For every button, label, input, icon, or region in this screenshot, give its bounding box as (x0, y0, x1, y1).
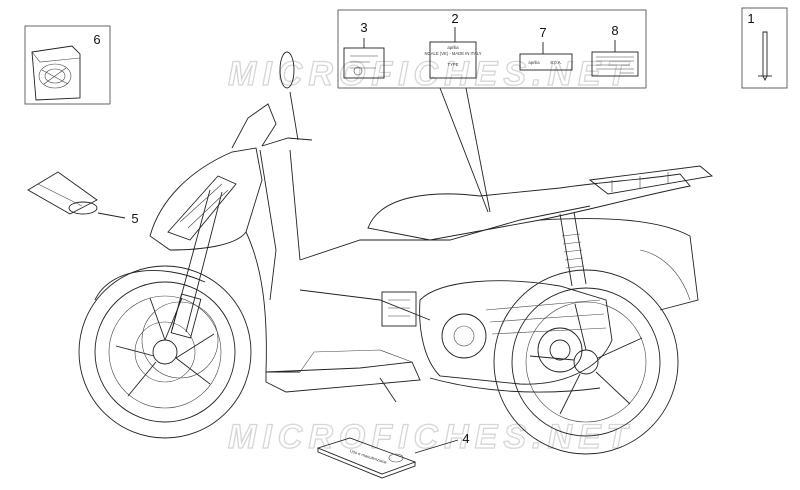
front-fairing (149, 147, 263, 251)
part-5[interactable]: 5 (27, 171, 139, 226)
front-fender (94, 270, 206, 301)
decal-7-spa: S.p.A. (550, 60, 561, 65)
decal-2-type-plate[interactable]: aprilia NOALE (VE) - MADE IN ITALY TYPE … (424, 11, 482, 79)
decal-7-brand: aprilia (528, 60, 540, 65)
frame-tube (299, 205, 591, 261)
callout-3: 3 (360, 20, 367, 35)
brake-disc (134, 321, 196, 383)
callout-1: 1 (747, 11, 754, 26)
rivet-icon (758, 31, 772, 82)
rear-shock (559, 211, 587, 287)
part-1-box[interactable]: 1 (741, 7, 788, 89)
decal-made-in: NOALE (VE) - MADE IN ITALY (424, 51, 481, 56)
decal-8[interactable]: 8 (591, 23, 639, 77)
exhaust (429, 377, 601, 393)
leader-line-4 (414, 439, 459, 454)
decal-set-box[interactable]: 3 aprilia NOALE (VE) - MADE IN ITALY TYP… (337, 9, 647, 213)
decal-7[interactable]: aprilia S.p.A. 7 (519, 25, 573, 71)
windscreen (231, 103, 277, 149)
leader-line-box-a (439, 87, 489, 213)
front-fork (171, 189, 223, 333)
leader-line-5 (97, 212, 126, 219)
callout-2: 2 (451, 11, 458, 26)
decal-roll-icon (27, 171, 98, 215)
floorboard (265, 361, 421, 393)
rear-wheel (493, 269, 679, 455)
mirror (279, 51, 295, 89)
callout-4: 4 (462, 431, 469, 446)
legshield (245, 231, 300, 373)
leader-line-box-b (465, 87, 491, 213)
tool-kit-pouch-icon (31, 45, 81, 101)
callout-7: 7 (539, 25, 546, 40)
mirror-stem (289, 91, 299, 141)
front-wheel (78, 265, 252, 439)
callout-5: 5 (131, 211, 138, 226)
decal-3[interactable]: 3 (343, 20, 385, 79)
decal-type: TYPE (448, 62, 459, 67)
watermark-bottom: MICROFICHES.NET (228, 418, 633, 456)
callout-6: 6 (93, 32, 100, 47)
handlebar (261, 137, 313, 147)
decal-brand: aprilia (447, 45, 459, 50)
callout-8: 8 (611, 23, 618, 38)
scooter-drawing (78, 51, 714, 455)
part-6-box[interactable]: 6 (24, 25, 111, 105)
rear-rack (588, 165, 714, 195)
engine-case (419, 280, 613, 385)
seat (367, 173, 691, 241)
rear-body (539, 218, 699, 311)
